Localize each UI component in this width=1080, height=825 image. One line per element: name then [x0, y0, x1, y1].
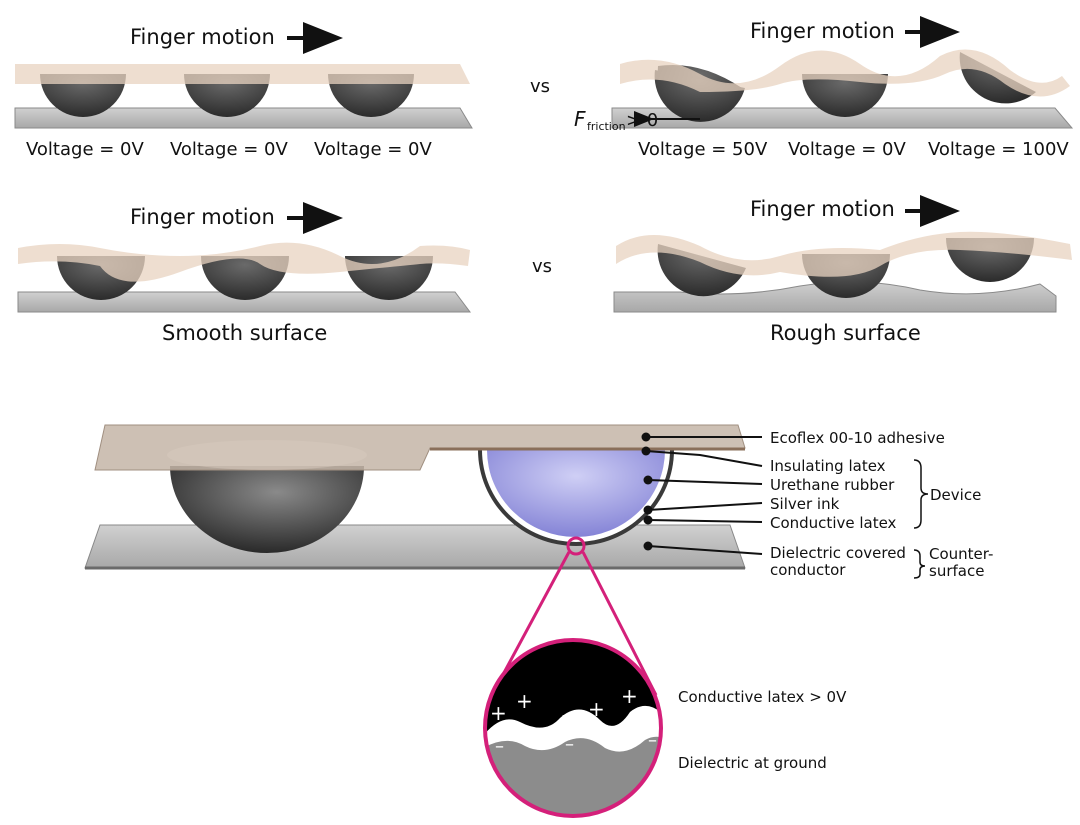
top-right-panel: Finger motion F friction > 0 Voltage = 5…	[574, 16, 1074, 160]
zoom-bubble-border	[483, 638, 663, 818]
top-left-dome-1	[40, 74, 126, 117]
leader-urethane	[647, 479, 763, 485]
plus-charge-6: +	[645, 705, 662, 729]
label-dielectric-line1: Dielectric covered	[770, 544, 906, 562]
friction-relation: > 0	[626, 110, 658, 131]
left-dome-top-highlight	[167, 440, 367, 470]
friction-subscript: friction	[587, 120, 626, 133]
leader-conductive	[647, 519, 763, 523]
top-left-voltage-1: Voltage = 0V	[26, 139, 144, 160]
big-dome-left	[170, 466, 364, 553]
top-left-voltage-2: Voltage = 0V	[170, 139, 288, 160]
device-brace-icon	[913, 459, 929, 529]
plus-charge-1: +	[490, 701, 507, 725]
top-left-panel: Finger motion Voltage = 0V Voltage = 0V …	[14, 22, 473, 160]
minus-charge-1: –	[495, 736, 504, 757]
top-left-dome-3	[328, 74, 414, 117]
minus-charge-5: –	[625, 736, 634, 757]
top-left-voltage-3: Voltage = 0V	[314, 139, 432, 160]
urethane-rubber-core	[487, 450, 665, 537]
leader-dielectric	[647, 545, 763, 555]
top-right-voltage-2: Voltage = 0V	[788, 139, 906, 160]
middle-right-motion-label: Finger motion	[750, 197, 895, 221]
label-urethane-rubber: Urethane rubber	[770, 476, 895, 494]
top-right-skin	[620, 49, 1070, 97]
label-silver-ink: Silver ink	[770, 495, 840, 513]
top-right-voltage-3: Voltage = 100V	[928, 139, 1069, 160]
plus-charge-4: +	[588, 697, 605, 721]
minus-charge-2: –	[530, 732, 539, 753]
zoom-callout: + + + + + + – – – – – – Conductive latex…	[483, 536, 847, 818]
middle-right-skin	[616, 231, 1072, 277]
middle-left-motion-label: Finger motion	[130, 205, 275, 229]
zoom-content: + + + + + + – – – – – –	[485, 640, 662, 816]
plus-charge-2: +	[516, 689, 533, 713]
middle-right-dome-1	[657, 244, 746, 297]
label-ecoflex: Ecoflex 00-10 adhesive	[770, 429, 945, 447]
minus-charge-6: –	[648, 730, 657, 751]
top-right-dome-2	[802, 74, 888, 117]
group-counter-line1: Counter-	[929, 545, 993, 563]
label-dielectric-line2: conductor	[770, 561, 846, 579]
counter-surface-brace-icon	[913, 549, 926, 579]
top-left-motion-label: Finger motion	[130, 25, 275, 49]
group-counter-line2: surface	[929, 562, 984, 580]
minus-charge-4: –	[597, 730, 606, 751]
smooth-surface-caption: Smooth surface	[162, 321, 327, 345]
top-vs-label: vs	[530, 76, 550, 97]
group-device-label: Device	[930, 486, 981, 504]
plus-charge-5: +	[621, 684, 638, 708]
minus-charge-3: –	[565, 734, 574, 755]
top-right-voltage-1: Voltage = 50V	[638, 139, 768, 160]
cross-section: Ecoflex 00-10 adhesive Insulating latex …	[84, 424, 993, 580]
rough-surface-caption: Rough surface	[770, 321, 921, 345]
zoom-top-label: Conductive latex > 0V	[678, 688, 847, 706]
label-insulating-latex: Insulating latex	[770, 457, 886, 475]
middle-left-skin	[18, 242, 470, 282]
top-left-skin	[15, 64, 470, 84]
top-right-motion-label: Finger motion	[750, 19, 895, 43]
friction-symbol: F	[574, 107, 586, 131]
label-conductive-latex: Conductive latex	[770, 514, 897, 532]
leader-insulating	[645, 450, 763, 467]
zoom-bottom-label: Dielectric at ground	[678, 754, 827, 772]
middle-left-panel: Finger motion Smooth surface	[17, 202, 471, 345]
zoom-leader-right	[581, 551, 658, 696]
middle-vs-label: vs	[532, 256, 552, 277]
leader-silver	[647, 502, 763, 511]
smooth-surface	[17, 291, 471, 313]
middle-right-panel: Finger motion Rough surface	[613, 195, 1072, 345]
plus-charge-3: +	[555, 709, 572, 733]
top-left-dome-2	[184, 74, 270, 117]
zoom-source-circle	[566, 536, 586, 556]
